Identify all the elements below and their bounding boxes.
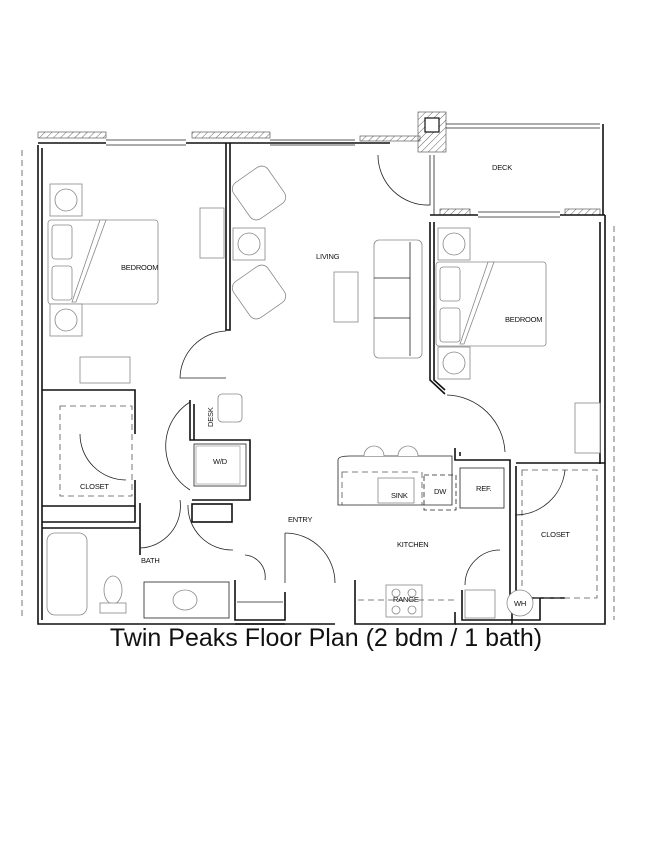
label-living: LIVING	[316, 252, 340, 261]
label-dw: DW	[434, 487, 447, 496]
label-range: RANGE	[393, 595, 419, 604]
furniture	[21, 150, 615, 620]
label-bedroom-left: BEDROOM	[121, 263, 158, 272]
label-wd: W/D	[213, 457, 228, 466]
exterior-hatching	[37, 111, 601, 216]
interior-walls	[42, 143, 605, 621]
label-entry: ENTRY	[288, 515, 312, 524]
plan-title: Twin Peaks Floor Plan (2 bdm / 1 bath)	[109, 624, 543, 652]
room-labels: BEDROOM LIVING DECK BEDROOM DESK W/D CLO…	[80, 163, 571, 608]
doors	[79, 154, 566, 586]
label-closet-right: CLOSET	[541, 530, 570, 539]
label-wh: WH	[514, 599, 526, 608]
label-closet-left: CLOSET	[80, 482, 109, 491]
label-deck: DECK	[492, 163, 512, 172]
label-sink: SINK	[391, 491, 408, 500]
label-ref: REF.	[476, 484, 492, 493]
label-bath: BATH	[141, 556, 160, 565]
label-desk: DESK	[206, 407, 215, 427]
label-bedroom-right: BEDROOM	[505, 315, 542, 324]
label-kitchen: KITCHEN	[397, 540, 429, 549]
outer-walls	[37, 117, 606, 625]
